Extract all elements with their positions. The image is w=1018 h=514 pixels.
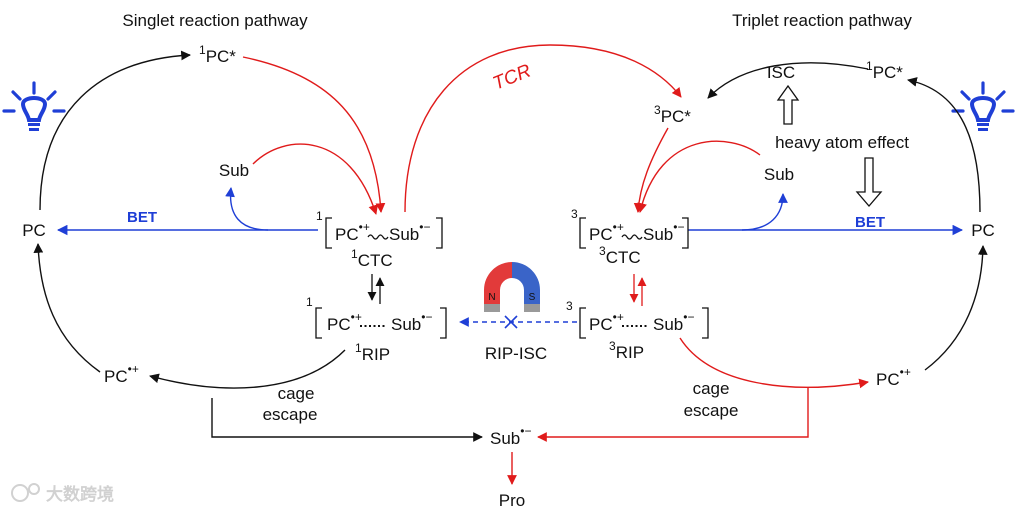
- pc-right-label: PC: [971, 221, 995, 240]
- singlet-rip-label: 1RIP: [355, 341, 390, 364]
- arrow-singlet-ctc-to-sub: [225, 187, 269, 231]
- rip-isc-label: RIP-ISC: [485, 344, 547, 363]
- sub-radical-anion-center: Sub•−: [490, 424, 531, 448]
- triplet-ctc-label: 3CTC: [599, 244, 641, 267]
- arrow-pccation-to-pc-left: [33, 243, 101, 373]
- svg-text:PC•+: PC•+: [335, 220, 370, 244]
- bet-right-label: BET: [855, 214, 885, 231]
- svg-text:1: 1: [316, 209, 323, 223]
- arrow-singlet-pcstar-to-ctc: [242, 56, 386, 213]
- svg-text:Sub•−: Sub•−: [389, 220, 430, 244]
- arrow-isc: [707, 62, 869, 99]
- svg-text:Sub•−: Sub•−: [653, 310, 694, 334]
- svg-text:Sub•−: Sub•−: [643, 220, 684, 244]
- triplet-rip-label: 3RIP: [609, 339, 644, 362]
- lightbulb-icon-left: [2, 81, 66, 131]
- triplet-ctc-complex: 3 PC•+ Sub•−: [571, 207, 689, 249]
- triplet-side-singlet-pcstar-label: 1PC*: [866, 59, 903, 82]
- magnet-s-label: S: [529, 292, 536, 303]
- arrow-triplet-ctc-to-sub: [741, 193, 788, 231]
- triplet-sub-label: Sub: [764, 165, 794, 184]
- singlet-ctc-label: 1CTC: [351, 247, 393, 270]
- singlet-cage-label: cage: [278, 384, 315, 403]
- svg-text:3: 3: [571, 207, 578, 221]
- watermark: 大数跨境: [11, 483, 114, 504]
- cross-mark-icon: [504, 315, 518, 329]
- triplet-title: Triplet reaction pathway: [732, 11, 912, 30]
- arrow-pc-to-triplet-pcstar: [907, 77, 981, 213]
- triplet-cage-label: cage: [693, 379, 730, 398]
- triplet-escape-label: escape: [684, 401, 739, 420]
- svg-text:3: 3: [566, 299, 573, 313]
- singlet-escape-label: escape: [263, 405, 318, 424]
- arrow-sub-to-singlet-ctc: [252, 143, 378, 215]
- pc-radical-cation-left: PC•+: [104, 362, 139, 386]
- triplet-rip-complex: 3 PC•+ Sub•−: [566, 299, 709, 339]
- svg-text:1: 1: [306, 295, 313, 309]
- heavy-atom-effect-label: heavy atom effect: [775, 133, 909, 152]
- svg-text:PC•+: PC•+: [327, 310, 362, 334]
- arrow-sub-to-triplet-ctc: [637, 140, 761, 213]
- bet-left-label: BET: [127, 209, 157, 226]
- arrow-triplet-cage-escape-rail: [537, 388, 809, 442]
- hollow-arrow-down-bet: [855, 157, 883, 207]
- svg-text:Sub•−: Sub•−: [391, 310, 432, 334]
- arrow-singlet-cage-escape-rail: [211, 398, 483, 442]
- magnet-n-label: N: [488, 292, 495, 303]
- svg-text:大数跨境: 大数跨境: [46, 484, 114, 504]
- pc-left-label: PC: [22, 221, 46, 240]
- pc-radical-cation-right: PC•+: [876, 365, 911, 389]
- isc-label: ISC: [767, 63, 795, 82]
- hollow-arrow-up-isc: [776, 84, 800, 125]
- singlet-rip-complex: 1 PC•+ Sub•−: [306, 295, 447, 339]
- arrow-singlet-tcr: [404, 44, 682, 213]
- arrow-pc-to-singlet-pcstar: [39, 50, 191, 211]
- singlet-ctc-complex: 1 PC•+ Sub•−: [316, 209, 443, 249]
- singlet-title: Singlet reaction pathway: [122, 11, 308, 30]
- triplet-pcstar-label: 3PC*: [654, 103, 691, 126]
- product-label: Pro: [499, 491, 525, 510]
- singlet-pcstar-label: 1PC*: [199, 43, 236, 66]
- horseshoe-magnet-icon: N S: [484, 262, 540, 312]
- arrow-triplet-rip-cage-escape: [679, 337, 869, 389]
- arrow-singlet-rip-to-pccation: [149, 349, 346, 389]
- svg-text:PC•+: PC•+: [589, 310, 624, 334]
- arrow-triplet-pcstar-to-ctc: [633, 127, 669, 213]
- lightbulb-icon-right: [951, 81, 1015, 131]
- arrow-pccation-to-pc-right: [924, 245, 988, 371]
- tcr-label: TCR: [490, 60, 534, 94]
- svg-text:PC•+: PC•+: [589, 220, 624, 244]
- singlet-sub-label: Sub: [219, 161, 249, 180]
